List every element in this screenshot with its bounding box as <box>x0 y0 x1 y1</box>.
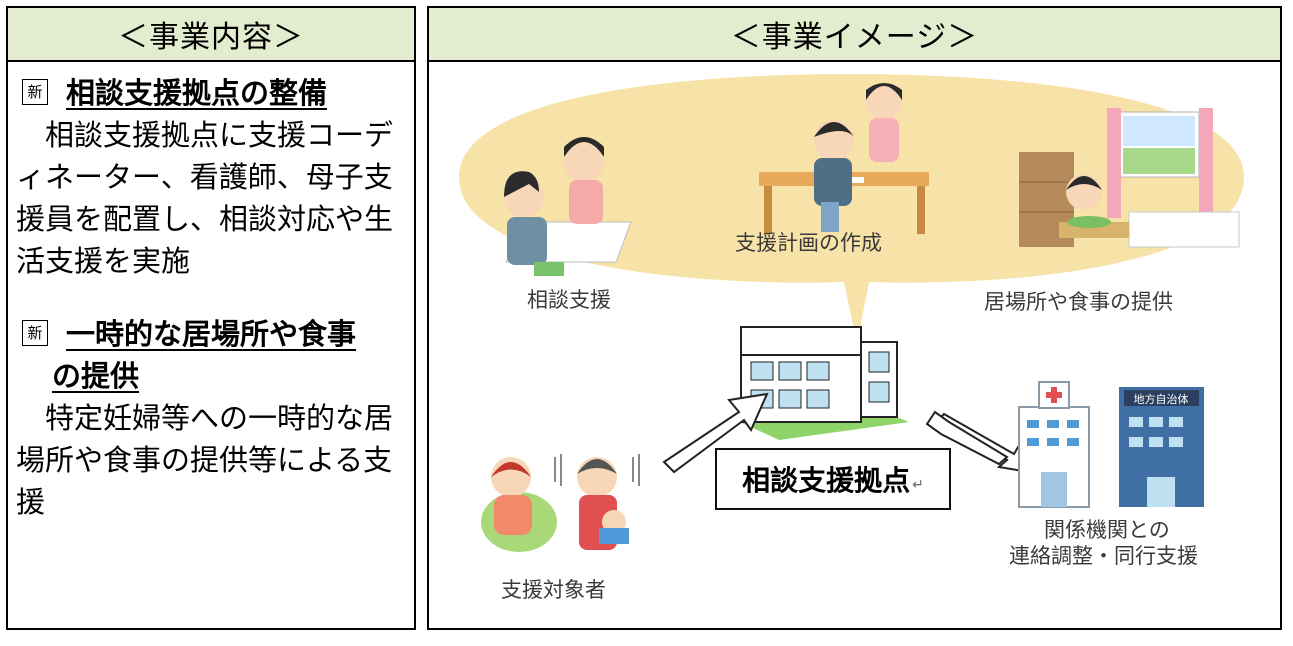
label-place-and-meals: 居場所や食事の提供 <box>984 290 1173 314</box>
speech-bubble <box>459 74 1244 344</box>
section-temporary-place: 新一時的な居場所や食事 の提供 特定妊婦等への一時的な居場所や食事の提供等による… <box>16 313 406 523</box>
consultation-base-building <box>729 326 909 440</box>
illustration-svg: 地方自治体 <box>459 74 1244 552</box>
return-mark-icon: ↵ <box>912 477 924 493</box>
municipal-office-icon: 地方自治体 <box>1119 387 1204 507</box>
content-panel: ＜事業内容＞ 新相談支援拠点の整備 相談支援拠点に支援コーディネーター、看護師、… <box>6 6 416 630</box>
target-people-illustration <box>481 454 640 552</box>
label-consultation-base: 相談支援拠点 <box>742 464 911 497</box>
section-title: 新一時的な居場所や食事 の提供 <box>22 313 406 397</box>
new-mark-icon: 新 <box>22 320 48 346</box>
section-body: 特定妊婦等への一時的な居場所や食事の提供等による支援 <box>16 401 394 519</box>
living-place-illustration <box>1019 108 1240 248</box>
section-body: 相談支援拠点に支援コーディネーター、看護師、母子支援員を配置し、相談対応や生活支… <box>16 118 394 278</box>
section-consultation-base: 新相談支援拠点の整備 相談支援拠点に支援コーディネーター、看護師、母子支援員を配… <box>16 72 406 282</box>
label-relations-line1: 関係機関との <box>1044 518 1170 542</box>
arrow-to-base <box>662 392 769 474</box>
label-support-target: 支援対象者 <box>501 578 606 602</box>
content-header: ＜事業内容＞ <box>8 8 414 62</box>
business-image-illustration: 地方自治体 <box>429 62 1280 642</box>
label-relations-line2: 連絡調整・同行支援 <box>1009 544 1198 568</box>
arrow-from-agencies <box>925 410 1009 466</box>
image-panel: ＜事業イメージ＞ <box>427 6 1282 630</box>
hospital-icon <box>1018 381 1090 508</box>
label-consultation-support: 相談支援 <box>527 288 611 312</box>
image-header: ＜事業イメージ＞ <box>429 8 1280 62</box>
section-title: 新相談支援拠点の整備 <box>22 72 406 114</box>
section-title-continued: の提供 <box>52 359 140 393</box>
label-support-plan: 支援計画の作成 <box>735 231 882 255</box>
new-mark-icon: 新 <box>22 79 48 105</box>
consultation-illustration <box>504 137 632 276</box>
section-title-text: 相談支援拠点の整備 <box>66 76 328 110</box>
consultation-base-label-box: 相談支援拠点↵ <box>715 448 951 510</box>
section-title-text: 一時的な居場所や食事 <box>66 317 357 351</box>
gov-sign-text: 地方自治体 <box>1134 392 1189 406</box>
planning-illustration <box>759 83 929 234</box>
